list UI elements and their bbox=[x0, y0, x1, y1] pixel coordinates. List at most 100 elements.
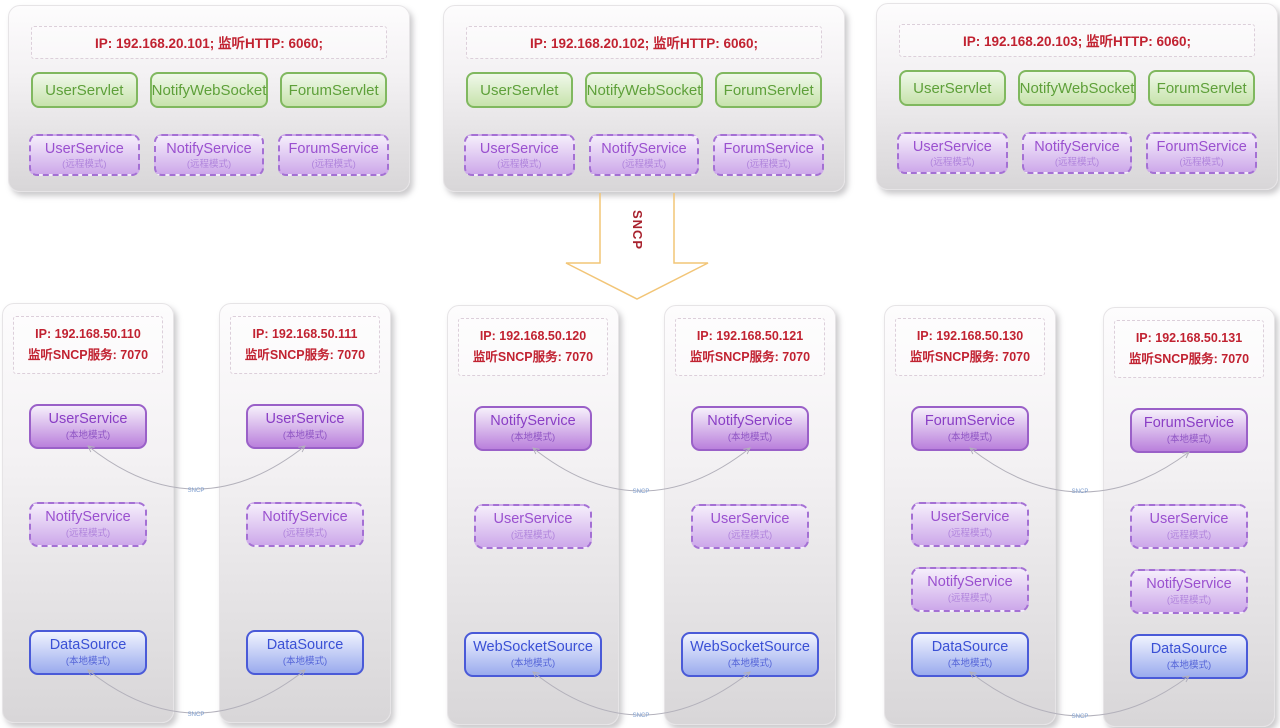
node-ip-label: IP: 192.168.50.110 监听SNCP服务: 7070 bbox=[13, 316, 163, 374]
service-name: UserService bbox=[48, 411, 128, 427]
servlet-userservlet: UserServlet bbox=[466, 72, 573, 108]
service-name: DataSource bbox=[1150, 641, 1228, 657]
service-mode: (远程模式) bbox=[727, 530, 773, 541]
node-ip-line2: 监听SNCP服务: 7070 bbox=[689, 350, 811, 364]
server-ip-label: IP: 192.168.20.102; 监听HTTP: 6060; bbox=[466, 26, 822, 59]
service-name: ForumService bbox=[288, 141, 379, 157]
node-ip-line2: 监听SNCP服务: 7070 bbox=[1128, 352, 1250, 366]
service-userservice-remote: UserService (远程模式) bbox=[474, 504, 592, 549]
servlet-notifywebsocket: NotifyWebSocket bbox=[584, 72, 704, 108]
service-name: NotifyService bbox=[601, 141, 687, 157]
service-name: NotifyService bbox=[707, 413, 793, 429]
service-notifyservice-remote: NotifyService (远程模式) bbox=[153, 134, 265, 176]
service-name: WebSocketSource bbox=[473, 639, 593, 655]
node-ip-line1: IP: 192.168.50.120 bbox=[479, 329, 587, 344]
service-name: UserService bbox=[44, 141, 124, 157]
servlet-userservlet: UserServlet bbox=[899, 70, 1006, 106]
service-name: NotifyService bbox=[1034, 139, 1120, 155]
server-ip-label: IP: 192.168.20.103; 监听HTTP: 6060; bbox=[899, 24, 1255, 57]
service-notifyservice-local: NotifyService (本地模式) bbox=[474, 406, 592, 451]
service-name: UserService bbox=[479, 141, 559, 157]
node-ip-line2: 监听SNCP服务: 7070 bbox=[909, 350, 1031, 364]
service-row: UserService (远程模式) NotifyService (远程模式) … bbox=[897, 132, 1258, 174]
service-mode: (远程模式) bbox=[497, 159, 542, 170]
service-notifyservice-local: NotifyService (本地模式) bbox=[691, 406, 809, 451]
service-userservice-local: UserService (本地模式) bbox=[246, 404, 364, 449]
service-mode: (远程模式) bbox=[186, 159, 232, 170]
service-mode: (远程模式) bbox=[947, 528, 993, 539]
node-box-110: IP: 192.168.50.110 监听SNCP服务: 7070 UserSe… bbox=[2, 303, 174, 723]
node-box-121: IP: 192.168.50.121 监听SNCP服务: 7070 Notify… bbox=[664, 305, 836, 725]
service-mode: (远程模式) bbox=[1179, 157, 1224, 168]
service-userservice-remote: UserService (远程模式) bbox=[1130, 504, 1248, 549]
servlet-notifywebsocket: NotifyWebSocket bbox=[149, 72, 269, 108]
service-name: UserService bbox=[1149, 511, 1229, 527]
service-notifyservice-remote: NotifyService (远程模式) bbox=[1130, 569, 1248, 614]
service-name: UserService bbox=[493, 511, 573, 527]
server-box-103: IP: 192.168.20.103; 监听HTTP: 6060; UserSe… bbox=[876, 3, 1278, 190]
service-userservice-remote: UserService (远程模式) bbox=[911, 502, 1029, 547]
service-notifyservice-remote: NotifyService (远程模式) bbox=[588, 134, 700, 176]
service-mode: (本地模式) bbox=[65, 430, 111, 441]
service-mode: (远程模式) bbox=[65, 528, 111, 539]
connector-label: SNCP bbox=[1072, 714, 1089, 720]
service-userservice-remote: UserService (远程模式) bbox=[897, 132, 1008, 174]
service-name: NotifyService bbox=[262, 509, 348, 525]
servlet-userservlet: UserServlet bbox=[31, 72, 138, 108]
service-websocketsource-local: WebSocketSource (本地模式) bbox=[464, 632, 602, 677]
connector-label: SNCP bbox=[633, 713, 650, 719]
service-name: ForumService bbox=[1156, 139, 1247, 155]
node-box-120: IP: 192.168.50.120 监听SNCP服务: 7070 Notify… bbox=[447, 305, 619, 725]
service-notifyservice-remote: NotifyService (远程模式) bbox=[911, 567, 1029, 612]
servlet-forumservlet: ForumServlet bbox=[280, 72, 387, 108]
service-forumservice-remote: ForumService (远程模式) bbox=[1146, 132, 1258, 174]
node-ip-label: IP: 192.168.50.111 监听SNCP服务: 7070 bbox=[230, 316, 380, 374]
service-notifyservice-remote: NotifyService (远程模式) bbox=[1021, 132, 1133, 174]
node-ip-label: IP: 192.168.50.131 监听SNCP服务: 7070 bbox=[1114, 320, 1264, 378]
node-box-111: IP: 192.168.50.111 监听SNCP服务: 7070 UserSe… bbox=[219, 303, 391, 723]
service-name: NotifyService bbox=[1146, 576, 1232, 592]
service-mode: (远程模式) bbox=[1054, 157, 1100, 168]
service-mode: (远程模式) bbox=[930, 157, 975, 168]
service-name: ForumService bbox=[924, 413, 1016, 429]
service-mode: (本地模式) bbox=[510, 432, 556, 443]
service-name: NotifyService bbox=[45, 509, 131, 525]
service-mode: (本地模式) bbox=[510, 658, 556, 669]
service-name: UserService bbox=[265, 411, 345, 427]
service-datasource-local: DataSource (本地模式) bbox=[29, 630, 147, 675]
service-datasource-local: DataSource (本地模式) bbox=[1130, 634, 1248, 679]
node-box-130: IP: 192.168.50.130 监听SNCP服务: 7070 ForumS… bbox=[884, 305, 1056, 725]
node-ip-label: IP: 192.168.50.121 监听SNCP服务: 7070 bbox=[675, 318, 825, 376]
service-forumservice-remote: ForumService (远程模式) bbox=[278, 134, 390, 176]
service-mode: (本地模式) bbox=[727, 658, 773, 669]
service-websocketsource-local: WebSocketSource (本地模式) bbox=[681, 632, 819, 677]
service-name: DataSource bbox=[266, 637, 344, 653]
service-forumservice-local: ForumService (本地模式) bbox=[911, 406, 1029, 451]
servlet-row: UserServlet NotifyWebSocket ForumServlet bbox=[466, 72, 822, 108]
servlet-notifywebsocket: NotifyWebSocket bbox=[1017, 70, 1137, 106]
server-box-102: IP: 192.168.20.102; 监听HTTP: 6060; UserSe… bbox=[443, 5, 845, 192]
service-userservice-remote: UserService (远程模式) bbox=[29, 134, 140, 176]
service-mode: (远程模式) bbox=[282, 528, 328, 539]
service-notifyservice-remote: NotifyService (远程模式) bbox=[246, 502, 364, 547]
service-name: NotifyService bbox=[927, 574, 1013, 590]
server-box-101: IP: 192.168.20.101; 监听HTTP: 6060; UserSe… bbox=[8, 5, 410, 192]
service-userservice-local: UserService (本地模式) bbox=[29, 404, 147, 449]
service-name: NotifyService bbox=[490, 413, 576, 429]
service-datasource-local: DataSource (本地模式) bbox=[246, 630, 364, 675]
service-userservice-remote: UserService (远程模式) bbox=[464, 134, 575, 176]
service-mode: (远程模式) bbox=[621, 159, 667, 170]
service-mode: (远程模式) bbox=[510, 530, 556, 541]
service-mode: (本地模式) bbox=[1166, 434, 1212, 445]
node-ip-line1: IP: 192.168.50.130 bbox=[916, 329, 1024, 344]
service-mode: (远程模式) bbox=[1166, 595, 1212, 606]
service-mode: (远程模式) bbox=[746, 159, 791, 170]
service-mode: (远程模式) bbox=[1166, 530, 1212, 541]
service-mode: (本地模式) bbox=[282, 656, 328, 667]
node-ip-line1: IP: 192.168.50.131 bbox=[1135, 331, 1243, 346]
connector-label: SNCP bbox=[188, 712, 205, 718]
service-forumservice-local: ForumService (本地模式) bbox=[1130, 408, 1248, 453]
connector-label: SNCP bbox=[633, 489, 650, 495]
servlet-row: UserServlet NotifyWebSocket ForumServlet bbox=[899, 70, 1255, 106]
service-row: UserService (远程模式) NotifyService (远程模式) … bbox=[29, 134, 390, 176]
